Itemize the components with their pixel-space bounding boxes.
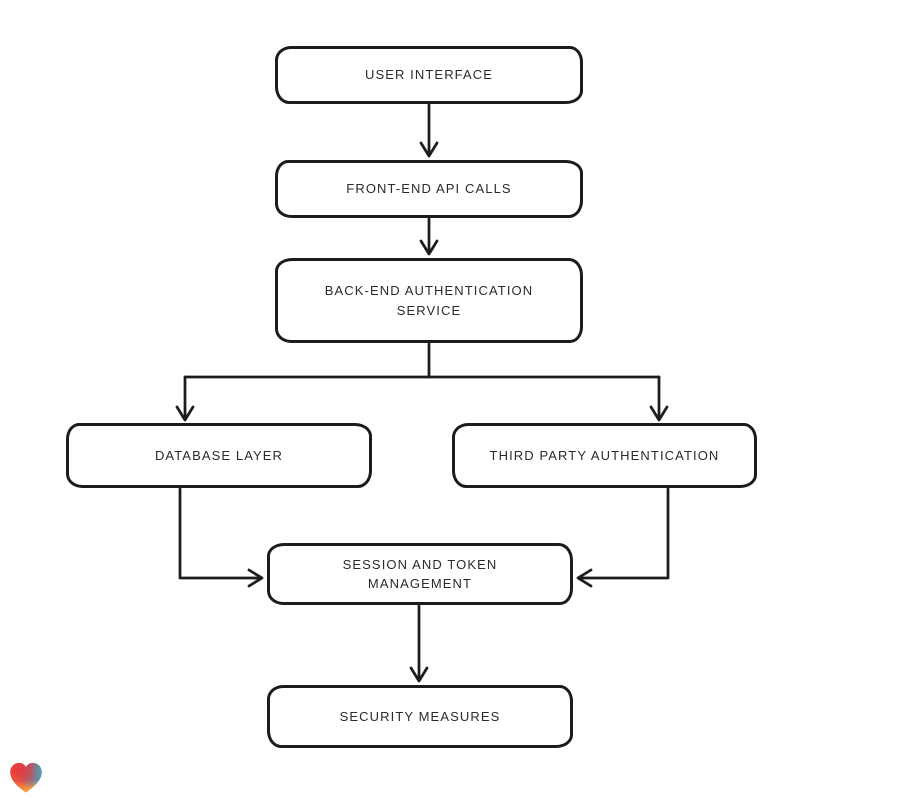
edge-third-party-to-session xyxy=(576,487,670,588)
node-third-party-authentication[interactable]: THIRD PARTY AUTHENTICATION xyxy=(452,423,757,488)
node-session-and-token-management[interactable]: SESSION AND TOKEN MANAGEMENT xyxy=(267,543,573,605)
node-user-interface[interactable]: USER INTERFACE xyxy=(275,46,583,104)
edge-back-end-branch xyxy=(175,342,669,422)
heart-gradient-logo-icon xyxy=(10,762,42,793)
node-label: SECURITY MEASURES xyxy=(339,708,501,724)
node-label: THIRD PARTY AUTHENTICATION xyxy=(489,447,720,463)
node-label: DATABASE LAYER xyxy=(154,447,284,463)
edge-session-to-security xyxy=(409,604,429,683)
node-back-end-authentication-service[interactable]: BACK-END AUTHENTICATION SERVICE xyxy=(275,258,583,343)
node-security-measures[interactable]: SECURITY MEASURES xyxy=(267,685,573,748)
edge-front-end-to-back-end xyxy=(419,217,439,256)
node-database-layer[interactable]: DATABASE LAYER xyxy=(66,423,372,488)
node-label: BACK-END AUTHENTICATION SERVICE xyxy=(324,283,534,318)
node-front-end-api-calls[interactable]: FRONT-END API CALLS xyxy=(275,160,583,218)
edge-database-to-session xyxy=(178,487,264,588)
node-label: USER INTERFACE xyxy=(364,67,494,83)
node-label: SESSION AND TOKEN MANAGEMENT xyxy=(342,556,498,592)
edge-user-interface-to-front-end xyxy=(419,102,439,158)
node-label: FRONT-END API CALLS xyxy=(346,181,512,197)
